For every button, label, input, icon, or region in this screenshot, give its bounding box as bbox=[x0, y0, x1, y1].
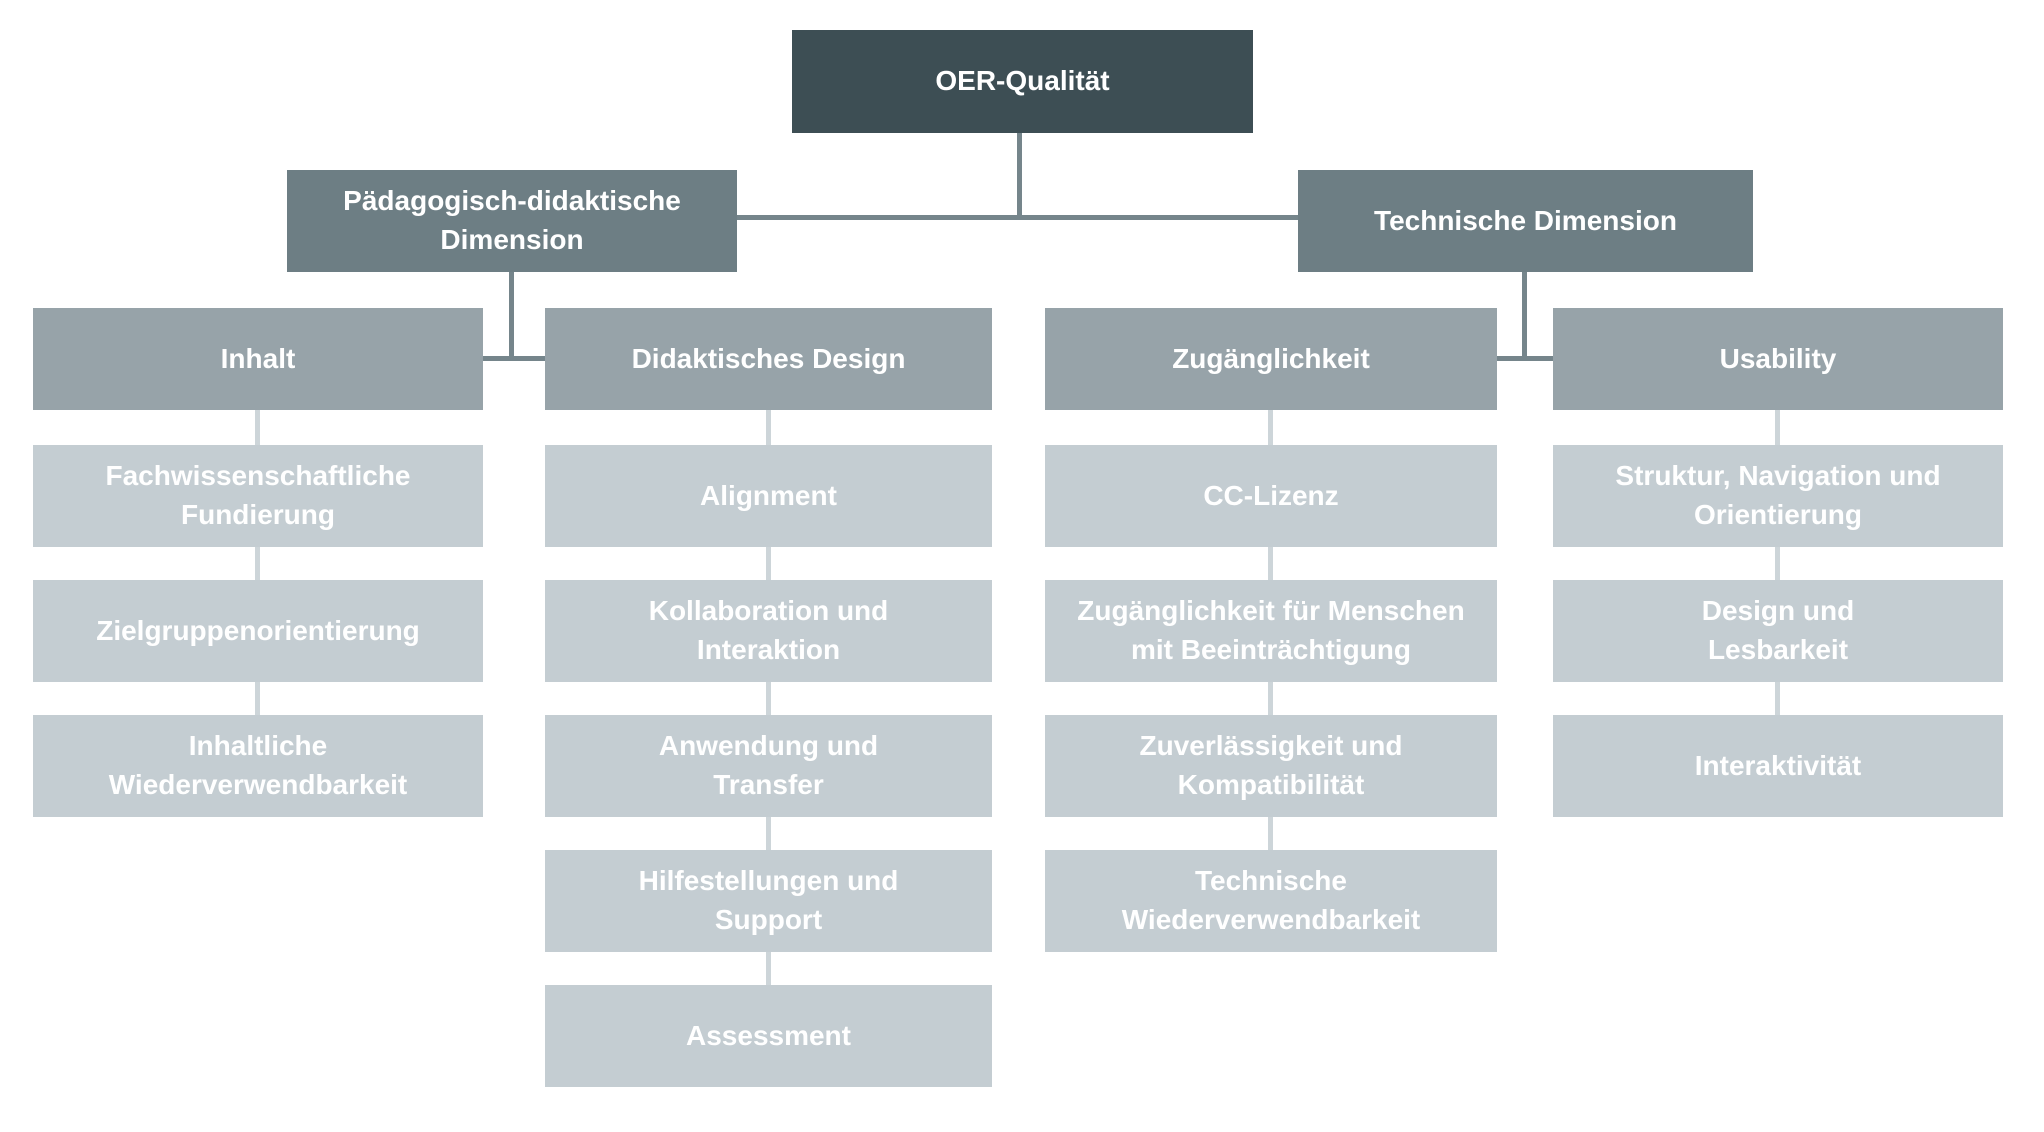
child-box-zugaenglichkeit-fuer-menschen: Zugänglichkeit für Menschen mit Beeinträ… bbox=[1045, 580, 1497, 682]
connector-column-didaktisches-design bbox=[766, 410, 771, 985]
child-box-zielgruppenorientierung: Zielgruppenorientierung bbox=[33, 580, 483, 682]
child-box-interaktivitaet: Interaktivität bbox=[1553, 715, 2003, 817]
column-header-inhalt: Inhalt bbox=[33, 308, 483, 410]
connector-dimension-right-horizontal bbox=[1497, 356, 1553, 361]
dimension-box-technisch: Technische Dimension bbox=[1298, 170, 1753, 272]
connector-column-usability bbox=[1775, 410, 1780, 715]
connector-dimension-right-vertical bbox=[1522, 272, 1527, 361]
child-box-cc-lizenz: CC-Lizenz bbox=[1045, 445, 1497, 547]
connector-dimension-left-vertical bbox=[509, 272, 514, 361]
child-box-anwendung-und-transfer: Anwendung und Transfer bbox=[545, 715, 992, 817]
child-box-zuverlaessigkeit-und-kompatibilitaet: Zuverlässigkeit und Kompatibilität bbox=[1045, 715, 1497, 817]
child-box-struktur-navigation-orientierung: Struktur, Navigation und Orientierung bbox=[1553, 445, 2003, 547]
column-header-zugaenglichkeit: Zugänglichkeit bbox=[1045, 308, 1497, 410]
connector-root-vertical bbox=[1017, 133, 1022, 220]
child-box-design-und-lesbarkeit: Design und Lesbarkeit bbox=[1553, 580, 2003, 682]
column-header-didaktisches-design: Didaktisches Design bbox=[545, 308, 992, 410]
child-box-assessment: Assessment bbox=[545, 985, 992, 1087]
child-box-kollaboration-und-interaktion: Kollaboration und Interaktion bbox=[545, 580, 992, 682]
root-box-oer-qualitaet: OER-Qualität bbox=[792, 30, 1253, 133]
child-box-inhaltliche-wiederverwendbarkeit: Inhaltliche Wiederverwendbarkeit bbox=[33, 715, 483, 817]
child-box-fachwissenschaftliche-fundierung: Fachwissenschaftliche Fundierung bbox=[33, 445, 483, 547]
dimension-box-paedagogisch-didaktisch: Pädagogisch-didaktische Dimension bbox=[287, 170, 737, 272]
connector-column-inhalt bbox=[255, 410, 260, 715]
connector-root-horizontal bbox=[737, 215, 1298, 220]
column-header-usability: Usability bbox=[1553, 308, 2003, 410]
connector-dimension-left-horizontal bbox=[483, 356, 545, 361]
child-box-hilfestellungen-und-support: Hilfestellungen und Support bbox=[545, 850, 992, 952]
child-box-alignment: Alignment bbox=[545, 445, 992, 547]
child-box-technische-wiederverwendbarkeit: Technische Wiederverwendbarkeit bbox=[1045, 850, 1497, 952]
